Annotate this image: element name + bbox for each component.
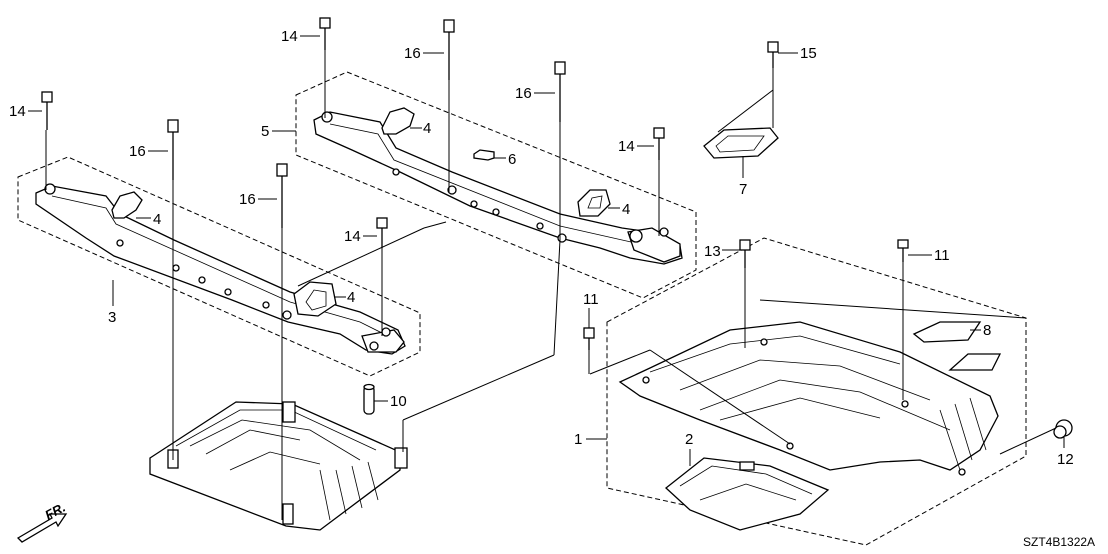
lower-cover-2 — [664, 457, 830, 531]
callout-11-a: 11 — [934, 247, 950, 264]
mount-4-c — [577, 189, 611, 217]
callout-15: 15 — [800, 45, 817, 62]
plate-7 — [703, 127, 779, 159]
callout-4-d: 4 — [347, 289, 355, 306]
collar-10 — [363, 383, 375, 415]
callout-14-c: 14 — [618, 138, 635, 155]
bolt-16-a — [443, 19, 455, 80]
bolt-16-b — [554, 61, 566, 122]
callout-13: 13 — [704, 243, 721, 260]
bolt-15 — [767, 41, 779, 68]
clip-11-b — [583, 327, 595, 350]
mount-4-d — [293, 281, 337, 317]
bolt-14-b — [319, 17, 331, 50]
callout-4-a: 4 — [153, 211, 161, 228]
mount-4-b — [381, 107, 415, 135]
cross-member-3 — [35, 183, 406, 355]
callout-10: 10 — [390, 393, 407, 410]
mount-4-a — [111, 191, 143, 219]
callout-5: 5 — [261, 123, 269, 140]
callout-4-b: 4 — [423, 120, 431, 137]
callout-16-b: 16 — [515, 85, 532, 102]
bolt-14-d — [376, 217, 388, 248]
cross-member-5 — [313, 111, 683, 265]
callout-14-b: 14 — [281, 28, 298, 45]
leader-lines — [45, 50, 1057, 520]
frame-group-5-outline — [295, 71, 697, 299]
callout-8: 8 — [983, 322, 991, 339]
nut-12 — [1053, 419, 1073, 439]
bolt-16-d — [276, 163, 288, 228]
front-direction-label: FR. — [42, 500, 68, 523]
clip-6 — [473, 149, 495, 161]
callout-16-d: 16 — [239, 191, 256, 208]
cover-group-1-outline — [606, 237, 1027, 546]
callout-4-c: 4 — [622, 201, 630, 218]
callout-7: 7 — [739, 181, 747, 198]
callout-16-c: 16 — [129, 143, 146, 160]
clip-11-a — [897, 239, 909, 262]
plate-8 — [912, 321, 1002, 371]
bolt-16-c — [167, 119, 179, 180]
under-cover-1 — [618, 321, 999, 476]
callout-11-b: 11 — [583, 291, 599, 308]
front-direction-arrow — [16, 513, 68, 543]
callout-6: 6 — [508, 151, 516, 168]
callout-14-d: 14 — [344, 228, 361, 245]
callout-12: 12 — [1057, 451, 1074, 468]
callout-labels: 14 14 16 16 16 16 14 14 5 4 6 4 4 4 3 10… — [9, 28, 1074, 468]
callout-16-a: 16 — [404, 45, 421, 62]
callout-1: 1 — [574, 431, 582, 448]
battery-unit — [149, 401, 408, 531]
callout-2: 2 — [685, 431, 693, 448]
bolt-14-a — [41, 91, 53, 130]
callout-14-a: 14 — [9, 103, 26, 120]
bolt-13 — [739, 239, 751, 268]
callout-3: 3 — [108, 309, 116, 326]
bolt-14-c — [653, 127, 665, 160]
drawing-code: SZT4B1322A — [1023, 535, 1095, 549]
